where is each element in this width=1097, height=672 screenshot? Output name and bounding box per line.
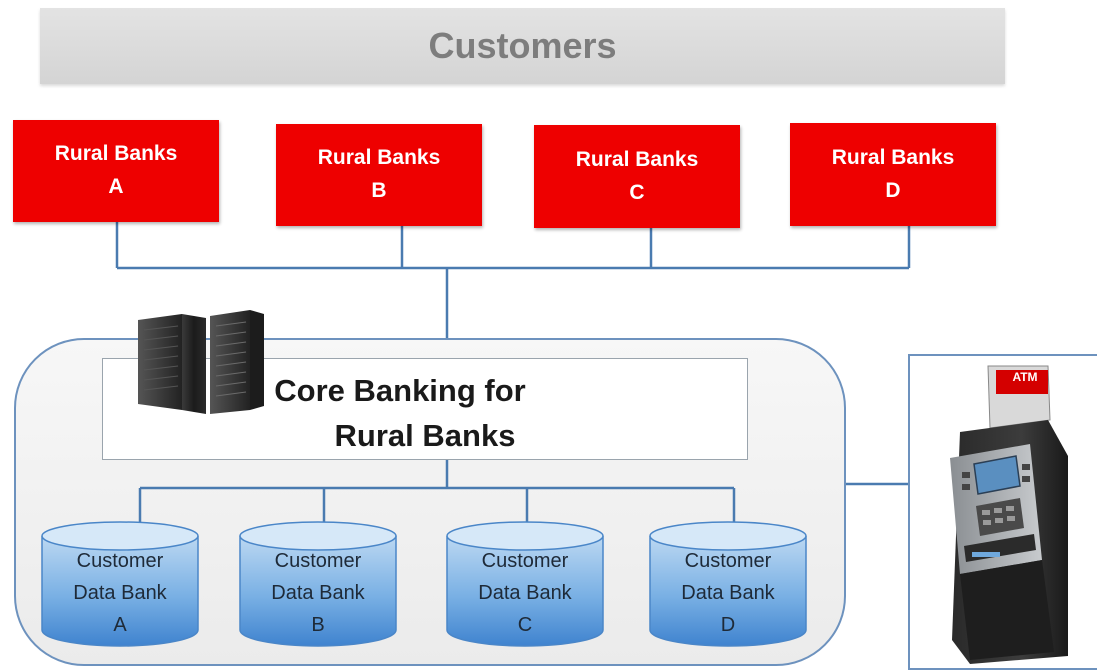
- data-bank-line1: Customer: [76, 550, 164, 572]
- data-bank-line1: Customer: [684, 550, 772, 572]
- core-banking-box: [102, 358, 748, 460]
- rural-bank-d: Rural Banks D: [790, 123, 996, 226]
- database-cylinder-icon: [41, 521, 199, 647]
- rural-bank-label: Rural Banks: [317, 146, 441, 170]
- core-banking-title-line2: Rural Banks: [334, 418, 516, 453]
- rural-bank-b: Rural Banks B: [276, 124, 482, 226]
- data-bank-line2: Data Bank: [73, 582, 167, 604]
- database-cylinder-icon: [649, 521, 807, 647]
- rural-bank-c: Rural Banks C: [534, 125, 740, 228]
- data-bank-d-label: Customer Data Bank D: [663, 545, 793, 641]
- rural-bank-letter: C: [629, 180, 645, 204]
- atm-machine-icon: [950, 365, 1068, 664]
- customers-title: Customers: [428, 25, 617, 66]
- rural-bank-letter: D: [885, 178, 901, 202]
- data-bank-letter: C: [517, 614, 533, 636]
- data-bank-line1: Customer: [481, 550, 569, 572]
- database-cylinder-icon: [239, 521, 397, 647]
- data-bank-a-label: Customer Data Bank A: [55, 545, 185, 641]
- rural-bank-label: Rural Banks: [575, 147, 699, 171]
- data-bank-line2: Data Bank: [681, 582, 775, 604]
- rural-bank-letter: A: [108, 175, 124, 198]
- data-bank-line2: Data Bank: [271, 582, 365, 604]
- data-bank-letter: B: [311, 614, 325, 636]
- database-cylinder-icon: [446, 521, 604, 647]
- data-bank-c-label: Customer Data Bank C: [460, 545, 590, 641]
- data-bank-letter: D: [720, 614, 736, 636]
- core-banking-title-line1: Core Banking for: [274, 373, 526, 408]
- data-bank-letter: A: [113, 614, 127, 636]
- data-bank-line2: Data Bank: [478, 582, 572, 604]
- customers-bar: Customers: [40, 8, 1005, 84]
- data-bank-b-label: Customer Data Bank B: [253, 545, 383, 641]
- rural-bank-letter: B: [371, 179, 387, 202]
- data-bank-line1: Customer: [274, 550, 362, 572]
- rural-bank-label: Rural Banks: [54, 142, 178, 166]
- rural-bank-a: Rural Banks A: [13, 120, 219, 222]
- rural-bank-label: Rural Banks: [831, 145, 955, 169]
- atm-sign-label: ATM: [1012, 370, 1038, 384]
- server-rack-icon: [138, 310, 264, 414]
